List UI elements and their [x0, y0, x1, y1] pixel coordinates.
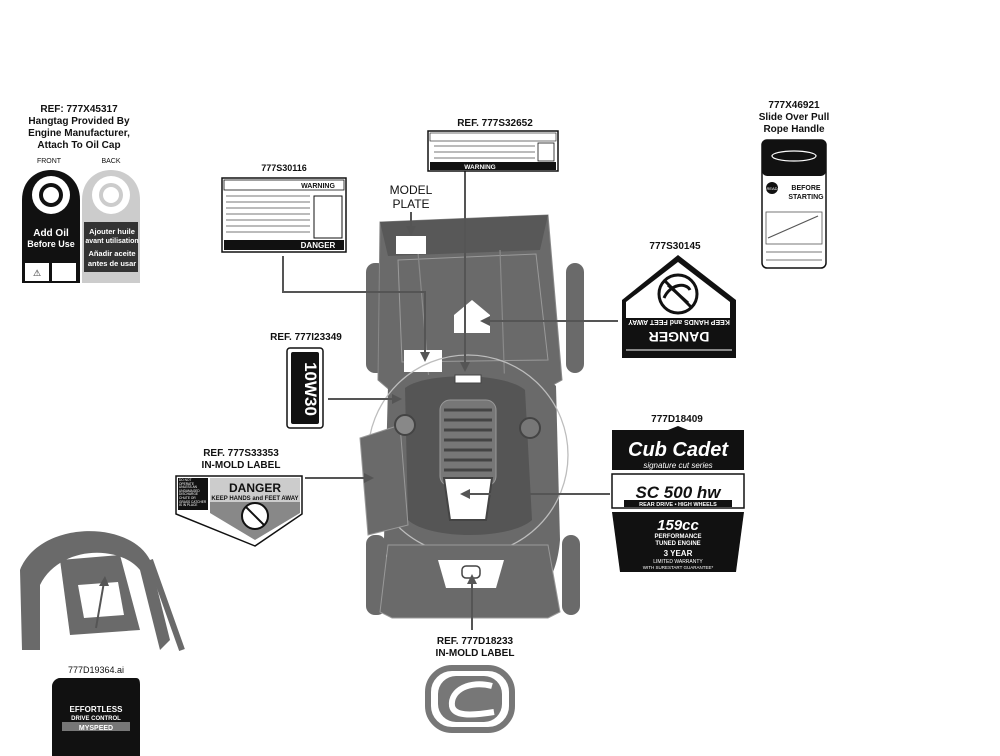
warranty-line1: 3 YEAR	[664, 549, 693, 558]
callout-777X46921-line2: Rope Handle	[763, 124, 825, 135]
hangtag-front-line1: Add Oil	[33, 228, 69, 239]
myspeed-text: MYSPEED	[79, 725, 113, 732]
hangtag-front-line2: Before Use	[27, 239, 75, 249]
hangtag-front: Add Oil Before Use ⚠	[22, 170, 80, 283]
label-777X46921: READ BEFORE STARTING	[761, 139, 827, 269]
cub-cadet-c-logo	[448, 681, 495, 718]
rear-label-spot	[404, 350, 442, 372]
bag-label-spot	[454, 300, 490, 333]
engine-line2: TUNED ENGINE	[655, 541, 700, 547]
callout-777D18233-sub: IN-MOLD LABEL	[435, 648, 515, 659]
warning-text-small: WARNING	[301, 183, 335, 190]
mower-top-view	[359, 214, 584, 619]
callout-777S33353-sub: IN-MOLD LABEL	[201, 460, 281, 471]
hangtag-back-line4: antes de usar	[88, 259, 136, 268]
warning-triangle-icon: ⚠	[33, 268, 41, 278]
callout-777S30116: 777S30116	[261, 163, 307, 173]
callout-hangtag-ref: REF: 777X45317	[40, 104, 118, 115]
callout-777X46921-line1: Slide Over Pull	[758, 112, 830, 123]
leader-lines	[95, 170, 618, 630]
series-text: signature cut series	[643, 461, 712, 470]
front-right-wheel	[562, 535, 580, 615]
callout-777D18233: REF. 777D18233 IN-MOLD LABEL	[420, 636, 530, 660]
warranty-line3: WITH SURESTART GUARANTEE*	[643, 565, 714, 570]
effortless-line2: DRIVE CONTROL	[71, 716, 121, 722]
oil-grade-text: 10W30	[301, 362, 320, 416]
rear-right-wheel	[566, 263, 584, 373]
read-badge: READ	[766, 186, 777, 191]
hangtag-back-line3: Añadir aceite	[88, 249, 135, 258]
grass-bag-inner	[397, 253, 549, 363]
danger-33353: DANGER	[229, 481, 281, 495]
engine-line1: PERFORMANCE	[654, 534, 701, 540]
callout-hangtag-line2: Engine Manufacturer,	[28, 128, 130, 139]
label-777I23349: 10W30	[286, 347, 324, 429]
warning-text-32652: WARNING	[464, 164, 495, 171]
callout-777D19364: 777D19364.ai	[67, 665, 125, 675]
callout-hangtag-line1: Hangtag Provided By	[28, 116, 130, 127]
engine	[394, 374, 541, 535]
callout-777I23349: REF. 777I23349	[270, 332, 342, 343]
callout-model-plate: MODEL PLATE	[381, 183, 441, 211]
in-mold-777D18233	[425, 665, 515, 733]
label-777S32652: WARNING	[427, 130, 559, 172]
drive-text: REAR DRIVE • HIGH WHEELS	[639, 502, 717, 508]
callout-hangtag-line3: Attach To Oil Cap	[37, 140, 121, 151]
model-name: SC 500 hw	[635, 483, 722, 502]
handle-detail	[20, 531, 185, 652]
engine-cc: 159cc	[657, 517, 699, 534]
callout-777D18409: 777D18409	[651, 414, 703, 425]
label-777S30116: WARNING DANGER	[221, 177, 347, 253]
model-plate-line2: PLATE	[392, 197, 430, 211]
callout-777S33353-ref: REF. 777S33353	[203, 448, 279, 459]
model-plate-line1: MODEL	[389, 183, 433, 197]
before-starting-line2: STARTING	[788, 194, 824, 201]
danger-30145: DANGER	[649, 329, 710, 345]
front-left-wheel	[366, 535, 386, 615]
callout-hangtag: REF: 777X45317 Hangtag Provided By Engin…	[14, 104, 144, 152]
hangtag-back: Ajouter huile avant utilisation Añadir a…	[82, 170, 140, 283]
model-plate-spot	[396, 236, 426, 254]
side-chute	[359, 424, 409, 536]
keep-hands-33353: KEEP HANDS and FEET AWAY	[211, 496, 298, 502]
warranty-line2: LIMITED WARRANTY	[653, 559, 703, 565]
hangtag-back-label: BACK	[101, 158, 121, 165]
leader-777S30116	[282, 256, 426, 356]
decal-777D19364: EFFORTLESS DRIVE CONTROL MYSPEED	[52, 678, 140, 756]
brand-logo: Cub Cadet	[628, 439, 729, 461]
callout-777S30145: 777S30145	[649, 241, 701, 252]
label-777S30145: KEEP HANDS and FEET AWAY DANGER	[622, 255, 736, 358]
danger-text-small: DANGER	[301, 241, 336, 250]
label-777S33353: DO NOT OPERATE UNLESS AN UNDAMAGED DISCH…	[175, 475, 303, 547]
callout-777S33353: REF. 777S33353 IN-MOLD LABEL	[186, 448, 296, 472]
callout-777X46921: 777X46921 Slide Over Pull Rope Handle	[744, 100, 844, 136]
callout-777X46921-ref: 777X46921	[768, 100, 820, 111]
hangtag-back-line1: Ajouter huile	[89, 227, 135, 236]
leader-777D19364	[95, 581, 105, 629]
hangtag-back-line2: avant utilisation	[85, 238, 138, 245]
callout-777S32652: REF. 777S32652	[457, 118, 533, 129]
do-not-operate-text: DO NOT OPERATE UNLESS AN UNDAMAGED DISCH…	[179, 478, 207, 508]
keep-hands-30145: KEEP HANDS and FEET AWAY	[628, 318, 730, 325]
decal-777D18409: Cub Cadet signature cut series SC 500 hw…	[611, 426, 745, 572]
callout-777D18233-ref: REF. 777D18233	[436, 636, 514, 647]
effortless-line1: EFFORTLESS	[70, 705, 124, 714]
hangtag-front-label: FRONT	[36, 158, 62, 165]
before-starting-line1: BEFORE	[791, 185, 821, 192]
